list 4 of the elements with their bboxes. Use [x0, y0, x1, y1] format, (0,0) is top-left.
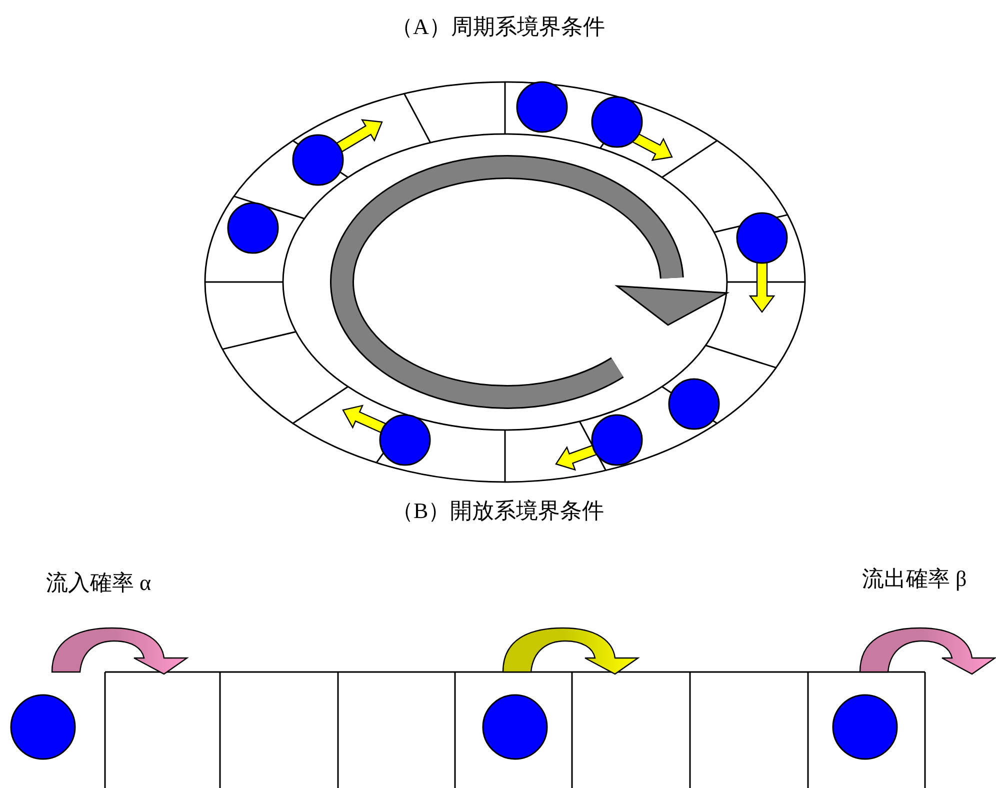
probability-label: 流出確率 β [862, 566, 967, 592]
heading: （A）周期系境界条件 [391, 14, 605, 40]
heading: （B）開放系境界条件 [392, 498, 604, 524]
probability-label: 流入確率 α [46, 570, 152, 596]
